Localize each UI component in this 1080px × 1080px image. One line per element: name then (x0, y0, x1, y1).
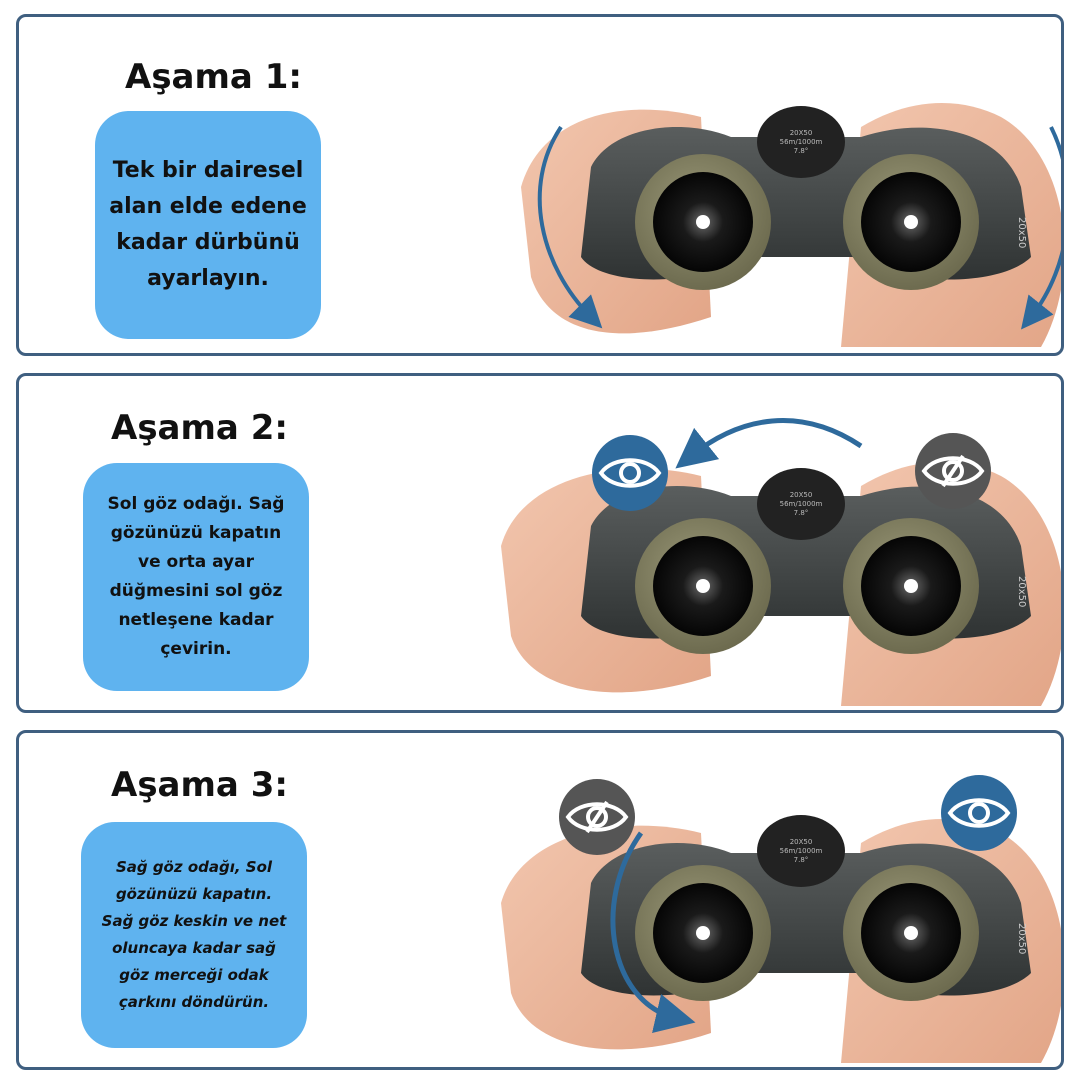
step-2-instruction-box: Sol göz odağı. Sağ gözünüzü kapatın ve o… (83, 463, 309, 691)
eye-closed-icon (915, 433, 991, 509)
step-2-line: ve orta ayar (138, 552, 254, 572)
left-lens-glint (696, 579, 710, 593)
step-2-title: Aşama 2: (111, 408, 288, 448)
binocular-label: 20x50 (1016, 923, 1027, 954)
step-3-line: Sağ göz keskin ve net (101, 912, 287, 930)
curved-arrow-icon (675, 418, 863, 469)
plate-text: 7.8° (794, 509, 809, 517)
left-lens-glint (696, 926, 710, 940)
eye-closed-icon (559, 779, 635, 855)
plate-text: 20X50 (790, 838, 813, 846)
step-2-panel: Aşama 2: Sol göz odağı. Sağ gözünüzü kap… (16, 373, 1064, 713)
step-3-panel: Aşama 3: Sağ göz odağı, Sol gözünüzü kap… (16, 730, 1064, 1070)
right-lens-glint (904, 926, 918, 940)
plate-text: 20X50 (790, 129, 813, 137)
plate-text: 7.8° (794, 856, 809, 864)
step-3-line: gözünüzü kapatın. (115, 885, 273, 903)
step-1-title: Aşama 1: (125, 57, 302, 97)
step-1-line: Tek bir dairesel (112, 158, 304, 183)
step-2-line: netleşene kadar (118, 610, 274, 630)
step-1-line: kadar dürbünü (116, 230, 300, 255)
focus-wheel (757, 815, 845, 887)
step-2-line: çevirin. (160, 639, 232, 659)
step-2-line: düğmesini sol göz (109, 581, 283, 601)
plate-text: 7.8° (794, 147, 809, 155)
right-lens-glint (904, 215, 918, 229)
step-3-instruction-box: Sağ göz odağı, Sol gözünüzü kapatın. Sağ… (81, 822, 307, 1048)
binocular-label: 20x50 (1016, 576, 1027, 607)
left-lens-glint (696, 215, 710, 229)
step-3-title: Aşama 3: (111, 765, 288, 805)
eye-open-icon (592, 435, 668, 511)
binocular-label: 20x50 (1016, 217, 1027, 248)
step-3-line: göz merceği odak (119, 966, 269, 984)
step-2-line: gözünüzü kapatın (110, 523, 282, 543)
step-1-instruction-box: Tek bir dairesel alan elde edene kadar d… (95, 111, 321, 339)
step-2-line: Sol göz odağı. Sağ (107, 494, 285, 514)
plate-text: 56m/1000m (780, 500, 823, 508)
step-1-line: alan elde edene (109, 194, 307, 219)
plate-text: 56m/1000m (780, 138, 823, 146)
step-3-line: çarkını döndürün. (118, 993, 270, 1011)
plate-text: 20X50 (790, 491, 813, 499)
binoculars-photo-step-3: 20X50 56m/1000m 7.8° 20x50 (441, 733, 1061, 1067)
step-3-line: Sağ göz odağı, Sol (115, 858, 273, 876)
eye-open-icon (941, 775, 1017, 851)
plate-text: 56m/1000m (780, 847, 823, 855)
curved-arrow-icon (537, 125, 603, 329)
curved-arrow-icon (610, 831, 696, 1033)
right-lens-glint (904, 579, 918, 593)
focus-wheel (757, 468, 845, 540)
curved-arrow-icon (1021, 126, 1061, 330)
step-3-line: oluncaya kadar sağ (112, 939, 276, 957)
step-1-line: ayarlayın. (147, 266, 269, 291)
binoculars-photo-step-1: 20X50 56m/1000m 7.8° 20x50 (441, 17, 1061, 353)
binoculars-photo-step-2: 20X50 56m/1000m 7.8° 20x50 (441, 376, 1061, 710)
focus-wheel (757, 106, 845, 178)
step-1-panel: Aşama 1: Tek bir dairesel alan elde eden… (16, 14, 1064, 356)
